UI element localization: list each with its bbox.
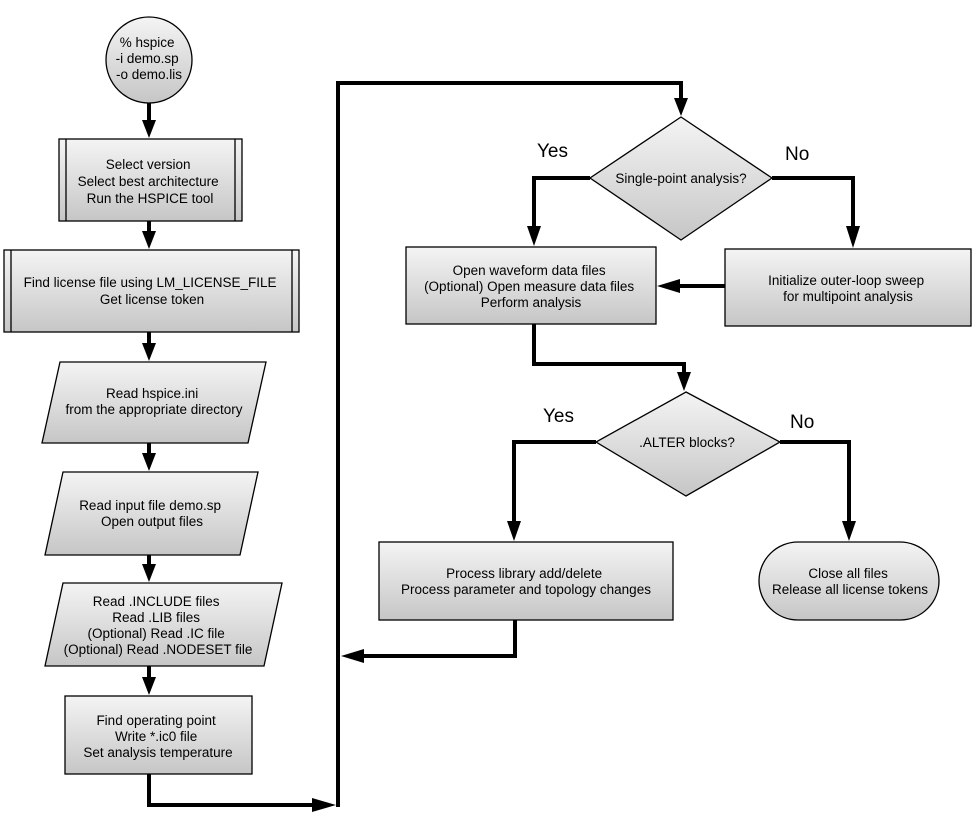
single-no-label: No: [785, 144, 809, 165]
alter-yes-label: Yes: [543, 406, 574, 427]
svg-text:Single-point analysis?: Single-point analysis?: [615, 171, 746, 186]
svg-text:Read input file demo.sp: Read input file demo.sp Open output file…: [79, 498, 225, 529]
alter-decision: .ALTER blocks?: [594, 391, 782, 497]
outer-loop-process: Initialize outer-loop sweep for multipoi…: [724, 248, 972, 327]
start-terminal: % hspice -i demo.sp -o demo.lis: [105, 16, 193, 104]
svg-text:Process library add/delete: Process library add/delete Process param…: [401, 566, 651, 597]
svg-text:Find operating point Wri: Find operating point Write *.ic0 file Se…: [83, 713, 232, 760]
single-point-decision: Single-point analysis?: [588, 116, 774, 241]
svg-text:Open waveform data files: Open waveform data files (Optional) Open…: [424, 263, 638, 310]
operating-point-process: Find operating point Write *.ic0 file Se…: [64, 695, 253, 775]
close-files-terminal: Close all files Release all license toke…: [758, 541, 940, 621]
read-include-io: Read .INCLUDE files Read .LIB files (Opt…: [44, 582, 283, 667]
svg-text:Initialize outer-loop sweep: Initialize outer-loop sweep for multipoi…: [768, 273, 928, 304]
read-ini-io: Read hspice.ini from the appropriate dir…: [41, 361, 267, 444]
single-yes-label: Yes: [537, 141, 568, 162]
svg-text:Find license file using LM_LIC: Find license file using LM_LICENSE_FILE …: [24, 275, 281, 307]
connectors: [142, 81, 860, 812]
select-version-process: Select version Select best architecture …: [58, 138, 243, 222]
svg-text:% hspice -i demo.sp: % hspice -i demo.sp -o demo.lis: [116, 35, 183, 82]
svg-text:Select version Select be: Select version Select best architecture …: [78, 157, 223, 206]
alter-no-label: No: [790, 412, 814, 433]
license-process: Find license file using LM_LICENSE_FILE …: [3, 249, 300, 333]
svg-text:Read .INCLUDE files Read: Read .INCLUDE files Read .LIB files (Opt…: [64, 594, 253, 657]
open-waveform-process: Open waveform data files (Optional) Open…: [405, 246, 657, 325]
process-library-process: Process library add/delete Process param…: [378, 541, 674, 621]
svg-text:.ALTER blocks?: .ALTER blocks?: [639, 435, 735, 450]
svg-text:Close all files Release: Close all files Release all license toke…: [772, 566, 928, 597]
svg-text:Read hspice.ini from the: Read hspice.ini from the appropriate dir…: [65, 386, 242, 417]
read-input-io: Read input file demo.sp Open output file…: [44, 471, 259, 556]
